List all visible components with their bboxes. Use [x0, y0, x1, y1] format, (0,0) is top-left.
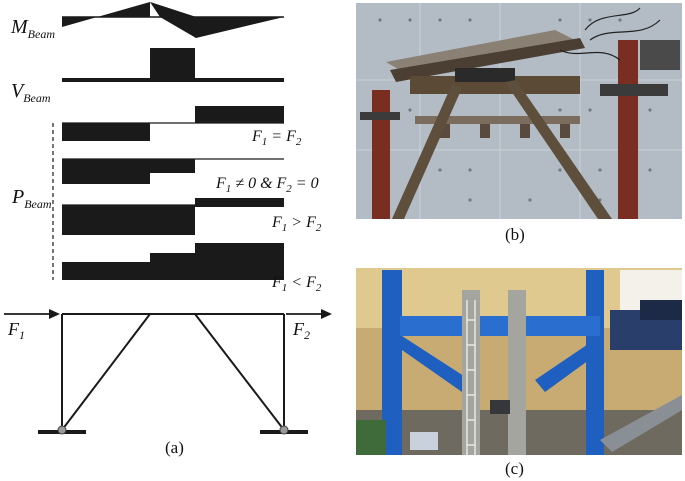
caption-a: (a): [165, 438, 184, 457]
axial-case2-mid: [150, 159, 195, 173]
photo-c: [356, 268, 682, 455]
case3-label: F1 > F2: [271, 214, 322, 234]
shear-block: [150, 48, 195, 82]
case4-label: F1 < F2: [271, 274, 322, 294]
moment-diagram-left: [62, 2, 150, 27]
axial-case4-left: [62, 262, 150, 280]
moment-diagram-peak: [150, 2, 196, 38]
force-arrowhead-f1: [49, 309, 60, 319]
axial-case1-right: [195, 106, 284, 123]
axial-case3-right-fill: [195, 205, 284, 207]
axial-label: PBeam: [11, 186, 52, 211]
braced-frame: [61, 313, 285, 431]
axial-case3-right: [195, 198, 284, 205]
axial-case1-left: [62, 123, 150, 141]
axial-case4-right: [195, 243, 284, 280]
pin-left: [57, 425, 67, 435]
shear-label: VBeam: [11, 80, 51, 105]
force-arrowhead-f2: [321, 309, 332, 319]
axial-case3-left: [62, 205, 195, 235]
force-label-f1: F1: [7, 319, 25, 342]
moment-diagram-right: [150, 2, 284, 38]
axial-case2-left: [62, 159, 150, 184]
pin-right: [279, 425, 289, 435]
photo-b: [356, 3, 682, 219]
diagram-a: [4, 2, 332, 435]
case1-label: F1 = F2: [251, 128, 302, 148]
caption-c: (c): [505, 459, 524, 478]
moment-label: MBeam: [10, 16, 55, 41]
caption-b: (b): [505, 225, 525, 244]
axial-case4-mid: [150, 253, 195, 280]
force-label-f2: F2: [292, 319, 310, 342]
case2-label: F1 ≠ 0 & F2 = 0: [215, 175, 319, 195]
